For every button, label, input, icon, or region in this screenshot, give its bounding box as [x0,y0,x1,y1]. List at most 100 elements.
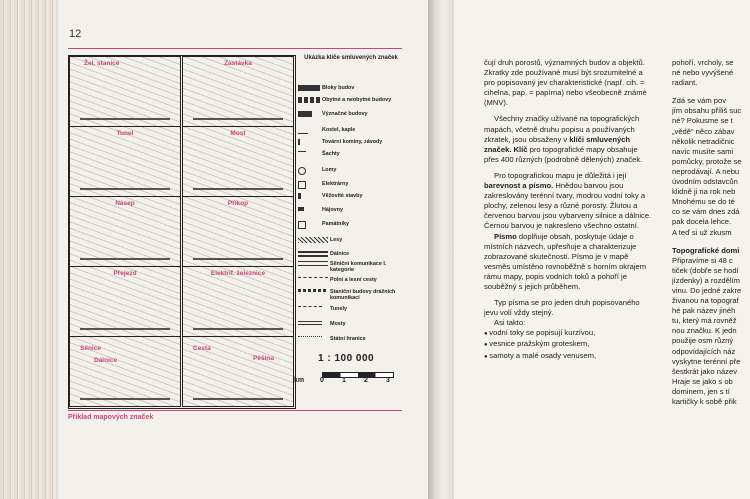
text-line: kartičky k sobě přik [672,397,737,406]
legend-item-label: Staniční budovy drážních komunikací [330,289,396,301]
book-gutter [428,0,454,499]
legend-item: Dálnice [298,251,404,263]
map-cell-illustration [193,215,283,260]
map-cell-illustration [193,145,283,190]
map-cell-8: Elektrif. železnice [182,266,294,337]
legend-symbol-icon [298,193,301,199]
text-line: odpovídajících náz [672,346,736,356]
paragraph-2-keyword: klíči smluvených značek. Klíč [484,134,631,154]
legend-symbol-icon [298,111,312,117]
text-line: hé pak název jinéh [672,306,736,316]
text-line: jízdenky) a rozdělím [672,275,740,285]
legend-symbol-icon [298,336,322,343]
legend-item: Význačné budovy [298,111,404,123]
map-cell-label: Příkop [227,200,249,207]
legend-item-label: Památníky [322,221,349,227]
text-line: tiček (dobře se hodí [672,265,739,275]
legend-item: Tunely [298,306,404,318]
map-cell-3: Tunel [69,126,181,197]
text-line: Připravíme si 48 c [672,255,733,265]
legend-symbol-icon [298,167,306,175]
text-line: nou značku. K jedn [672,326,737,336]
map-cell-illustration [193,75,283,120]
right-page-text-column: čují druh porostů, významných budov a ob… [484,58,654,362]
legend-symbol-icon [298,151,306,158]
map-cell-2: Zastávka [182,56,294,127]
text-line: jím obsahu příliš suc [672,106,742,116]
map-cell-label-2: Dálnice [94,357,118,364]
scale-bar: km 0 1 2 3 [294,372,394,388]
legend-item-label: Šachty [322,151,340,157]
legend-item-label: Polní a lesní cesty [330,277,377,283]
paragraph-2-text-b: pro topografické mapy obsahuje přes 400 … [484,144,643,164]
paragraph-3-text-b: Hnědou barvou jsou zakreslovány terénní … [484,181,652,231]
spacer [672,88,750,96]
legend-item: Mosty [298,321,404,333]
paragraph-3-text-a: Pro topografickou mapu je důležitá i jej… [494,170,627,180]
legend-item: Obytné a neobytné budovy [298,97,404,109]
map-cell-label: Přejezd [113,270,137,277]
paragraph-6: Asi takto: [494,318,526,328]
bottom-rule [68,410,402,411]
text-line: né nebo vyvýšené [672,68,734,78]
text-line: vinu. Do jedné zakre [672,285,742,295]
scale-tick-3: 3 [386,377,390,384]
legend-item: Tovární komíny, závody [298,139,404,151]
legend-item-label: Bloky budov [322,85,355,91]
text-line: pak docela lehce. [672,217,732,227]
figure-caption: Příklad mapových značek [68,414,154,421]
map-cell-label: Silnice [80,345,101,352]
text-line: šestkrát jako název [672,366,737,376]
text-line: živanou na topograf [672,296,739,306]
text-line: „vědě“ něco zábav [672,126,735,136]
legend-item: Věžovité stavby [298,193,404,205]
map-cell-label: Tunel [116,130,134,137]
map-cell-illustration [80,145,170,190]
scale-ticks [322,372,394,378]
legend-symbol-icon [298,181,306,189]
paragraph-4-text: doplňuje obsah, poskytuje údaje o místní… [484,231,647,291]
map-cell-illustration [193,285,283,330]
legend-item: Státní hranice [298,336,404,348]
legend-item: Kostel, kaple [298,127,404,139]
map-cell-illustration [80,355,170,400]
legend-item-label: Lesy [330,237,343,243]
map-cell-label: Most [230,130,246,137]
legend-item-label: Státní hranice [330,336,366,342]
legend-symbol-icon [298,289,328,292]
paragraph-3-keyword: barevnost a písmo. [484,181,554,191]
map-cell-illustration [80,215,170,260]
bullet-item-2: vesnice pražským groteskem, [484,339,654,350]
legend-symbol-icon [298,321,322,325]
legend-item-label: Mosty [330,321,346,327]
legend-symbol-icon [298,127,308,134]
legend-item-label: Význačné budovy [322,111,368,117]
legend-item: Lesy [298,237,404,249]
map-cell-5: Násep [69,196,181,267]
legend-symbol-icon [298,221,306,229]
paragraph-5: Typ písma se pro jeden druh popisovaného… [484,298,640,318]
text-line: pohoří, vrcholy, se [672,58,734,67]
legend-symbol-icon [298,85,320,91]
legend-item-label: Hájovny [322,207,343,213]
legend-item: Lomy [298,167,404,179]
bullet-item-1: vodní toky se popisují kurzívou, [484,328,654,339]
map-cell-label: Cesta [193,345,211,352]
legend-item: Polní a lesní cesty [298,277,404,289]
text-line: úvodním odstavcůn [672,177,738,187]
paragraph-4-keyword: Písmo [494,231,517,241]
legend-item: Šachty [298,151,404,163]
paragraph-2-text-a: Všechny značky užívané na topografických… [484,114,640,144]
scale-ratio: 1 : 100 000 [318,353,375,364]
legend-symbol-icon [298,306,322,313]
legend-symbol-icon [298,97,320,103]
legend-item: Staniční budovy drážních komunikací [298,289,404,301]
bullet-item-3: samoty a malé osady venusem, [484,351,654,362]
map-cell-label-2: Pěšina [253,355,274,362]
map-cell-4: Most [182,126,294,197]
scale-tick-0: 0 [320,377,324,384]
